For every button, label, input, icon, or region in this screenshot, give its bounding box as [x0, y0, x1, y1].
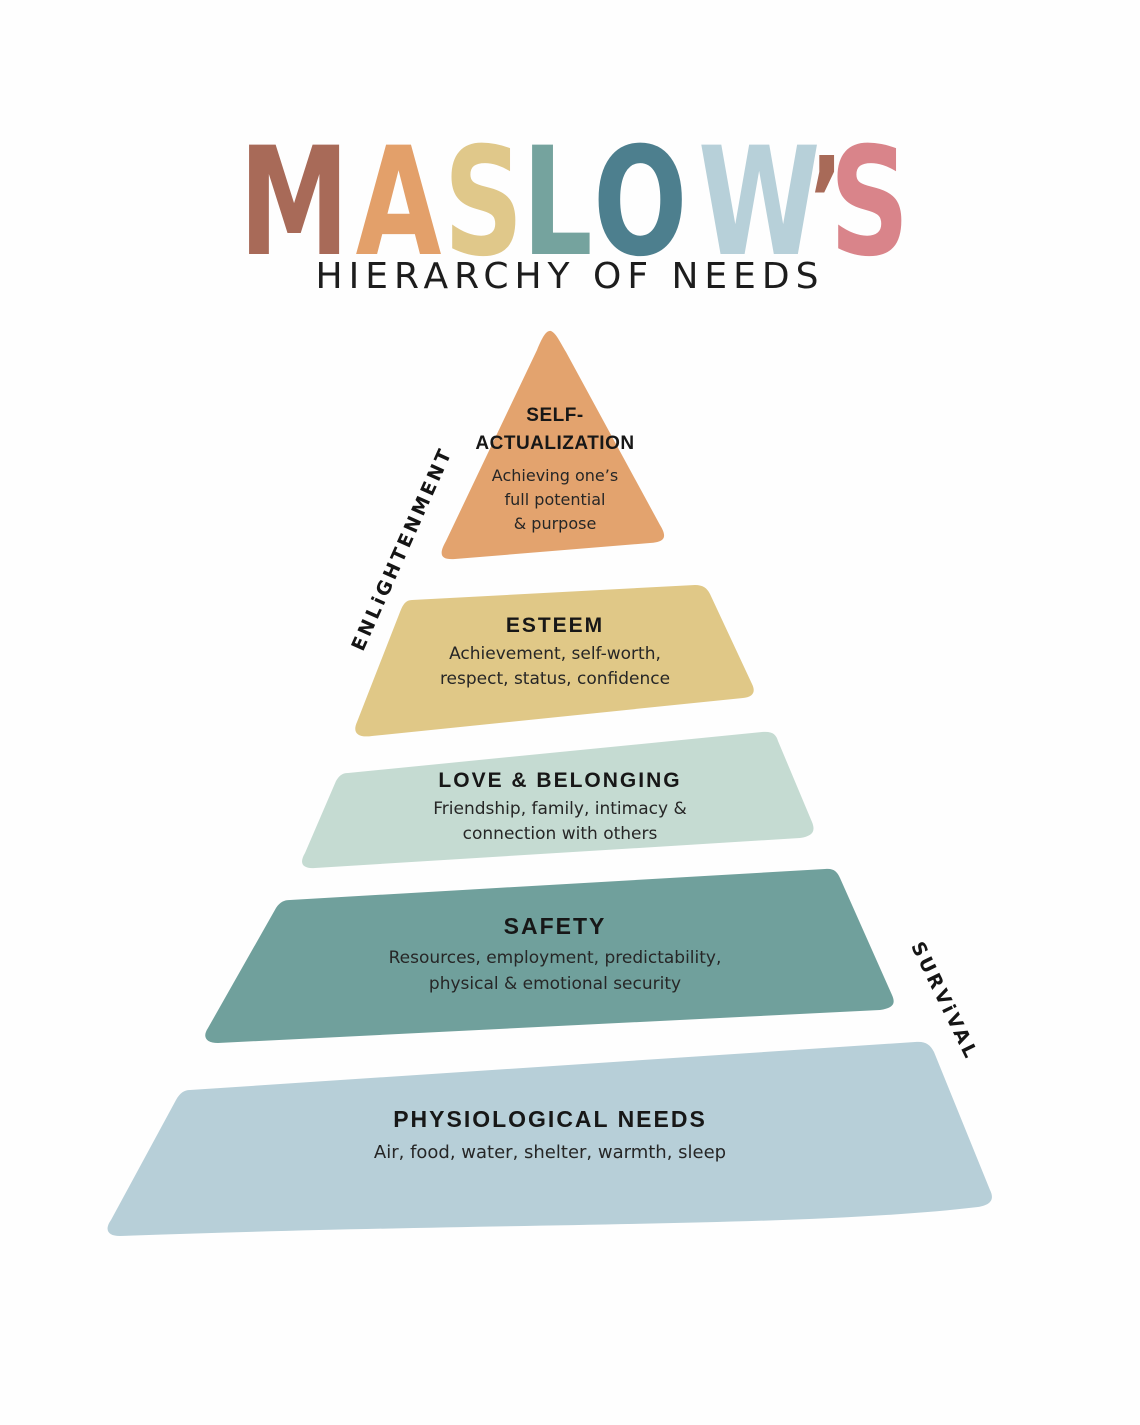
level-desc-love-belonging: Friendship, family, intimacy & connectio…	[433, 799, 687, 844]
title-letter: A	[356, 116, 442, 290]
title-letter: S	[443, 116, 523, 290]
level-desc-self-actualization: Achieving one’s full potential & purpose	[491, 466, 619, 533]
level-shape-safety	[205, 868, 894, 1043]
level-shape-self-actualization	[441, 330, 665, 560]
title-letter: L	[521, 116, 593, 290]
level-title-love-belonging: LOVE & BELONGING	[438, 769, 682, 792]
title-letter: M	[239, 116, 349, 290]
title-maslows: MASLOW’S	[0, 128, 1140, 278]
level-desc-physiological: Air, food, water, shelter, warmth, sleep	[373, 1142, 727, 1163]
level-title-self-actualization: SELF- ACTUALIZATION	[475, 405, 635, 454]
title-letter: S	[829, 116, 909, 290]
title-letter: ’	[809, 133, 844, 272]
level-desc-esteem: Achievement, self-worth, respect, status…	[439, 644, 671, 689]
level-desc-safety: Resources, employment, predictability, p…	[388, 948, 722, 994]
subtitle: HIERARCHY OF NEEDS	[315, 256, 825, 297]
level-shape-love-belonging	[302, 731, 814, 869]
level-title-physiological: PHYSIOLOGICAL NEEDS	[393, 1106, 707, 1132]
title-letter: O	[593, 116, 687, 290]
level-shape-esteem	[355, 585, 754, 737]
level-title-safety: SAFETY	[503, 913, 607, 939]
title-letter: W	[697, 116, 820, 290]
level-shape-physiological	[107, 1041, 992, 1236]
level-title-esteem: ESTEEM	[505, 614, 605, 637]
